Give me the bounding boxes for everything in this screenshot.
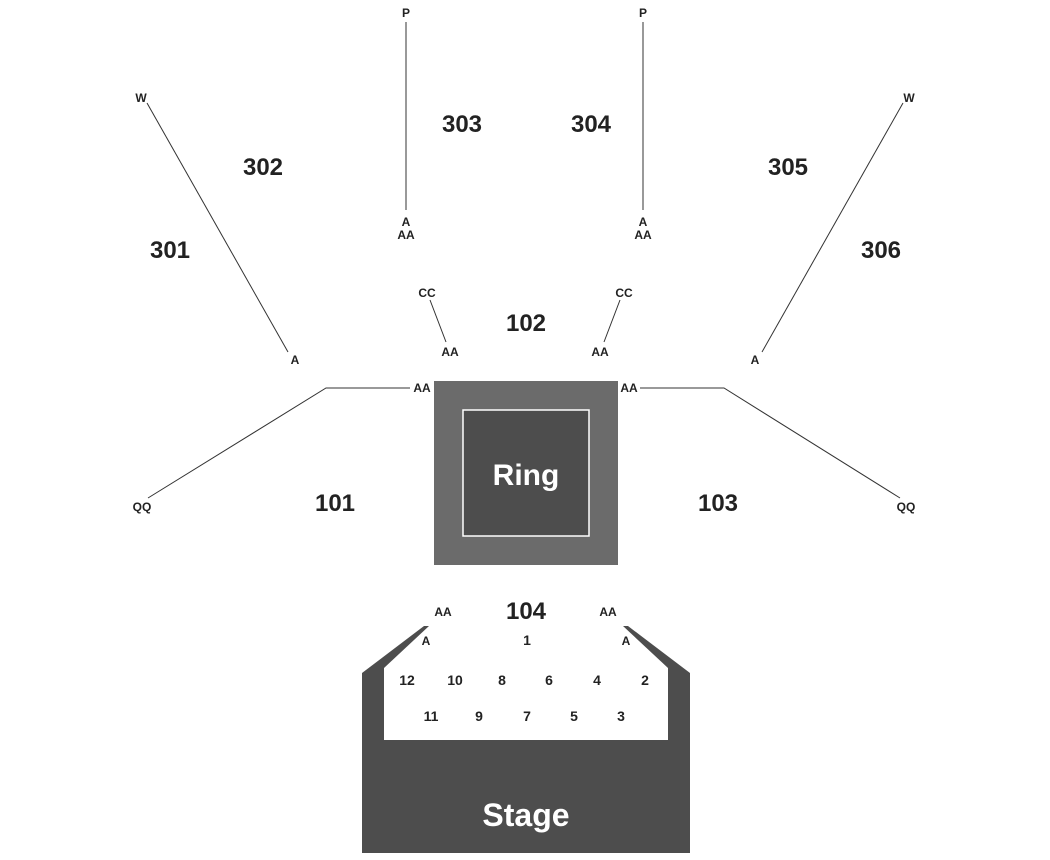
row-label-aa-101: AA xyxy=(413,381,431,395)
row-label-aa-104-right: AA xyxy=(599,605,617,619)
table-11[interactable]: 11 xyxy=(424,708,439,724)
table-6[interactable]: 6 xyxy=(545,672,553,688)
row-label-qq-right: QQ xyxy=(897,500,916,514)
divider-305-306 xyxy=(761,102,904,353)
section-304[interactable]: 304 xyxy=(571,111,612,138)
table-5[interactable]: 5 xyxy=(570,708,578,724)
row-label-a-104-right: A xyxy=(622,634,631,648)
table-3[interactable]: 3 xyxy=(617,708,625,724)
section-305[interactable]: 305 xyxy=(768,154,808,181)
divider-101 xyxy=(147,387,410,499)
stage-area[interactable] xyxy=(362,626,690,853)
floor-tables: 1 12 10 8 6 4 2 11 9 7 5 3 xyxy=(399,632,649,724)
row-label-aa-102-left: AA xyxy=(441,345,459,359)
table-10[interactable]: 10 xyxy=(447,672,463,688)
table-4[interactable]: 4 xyxy=(593,672,601,688)
row-label-w-left: W xyxy=(135,91,147,105)
table-9[interactable]: 9 xyxy=(475,708,483,724)
row-label-cc-left: CC xyxy=(418,286,436,300)
section-301[interactable]: 301 xyxy=(150,237,190,264)
row-label-aa-103: AA xyxy=(620,381,638,395)
table-8[interactable]: 8 xyxy=(498,672,506,688)
section-302[interactable]: 302 xyxy=(243,154,283,181)
row-label-p-right: P xyxy=(639,6,647,20)
row-label-a-104-left: A xyxy=(422,634,431,648)
row-label-aa-304: AA xyxy=(634,228,652,242)
row-label-cc-right: CC xyxy=(615,286,633,300)
row-label-aa-102-right: AA xyxy=(591,345,609,359)
row-label-aa-303: AA xyxy=(397,228,415,242)
row-label-p-left: P xyxy=(402,6,410,20)
section-101[interactable]: 101 xyxy=(315,490,355,517)
row-label-a-303: A xyxy=(402,215,411,229)
section-306[interactable]: 306 xyxy=(861,237,901,264)
ring-inner[interactable] xyxy=(462,409,590,537)
table-1[interactable]: 1 xyxy=(523,632,531,648)
table-7[interactable]: 7 xyxy=(523,708,531,724)
section-labels: 301 302 303 304 305 306 102 101 103 104 xyxy=(150,111,901,625)
section-303[interactable]: 303 xyxy=(442,111,482,138)
section-104[interactable]: 104 xyxy=(506,598,547,625)
table-12[interactable]: 12 xyxy=(399,672,415,688)
ring-label: Ring xyxy=(493,459,560,492)
stage-label: Stage xyxy=(482,797,569,833)
row-label-qq-left: QQ xyxy=(133,500,152,514)
row-label-a-304: A xyxy=(639,215,648,229)
row-label-a-301: A xyxy=(291,353,300,367)
section-102[interactable]: 102 xyxy=(506,310,546,337)
row-label-aa-104-left: AA xyxy=(434,605,452,619)
row-labels: P P W W A AA A AA A A CC CC AA AA AA AA … xyxy=(133,6,916,648)
divider-103 xyxy=(640,387,901,499)
divider-102-right xyxy=(603,299,621,343)
table-2[interactable]: 2 xyxy=(641,672,649,688)
row-label-a-306: A xyxy=(751,353,760,367)
section-103[interactable]: 103 xyxy=(698,490,738,517)
row-label-w-right: W xyxy=(903,91,915,105)
divider-301-302 xyxy=(146,102,289,353)
divider-102-left xyxy=(429,299,447,343)
